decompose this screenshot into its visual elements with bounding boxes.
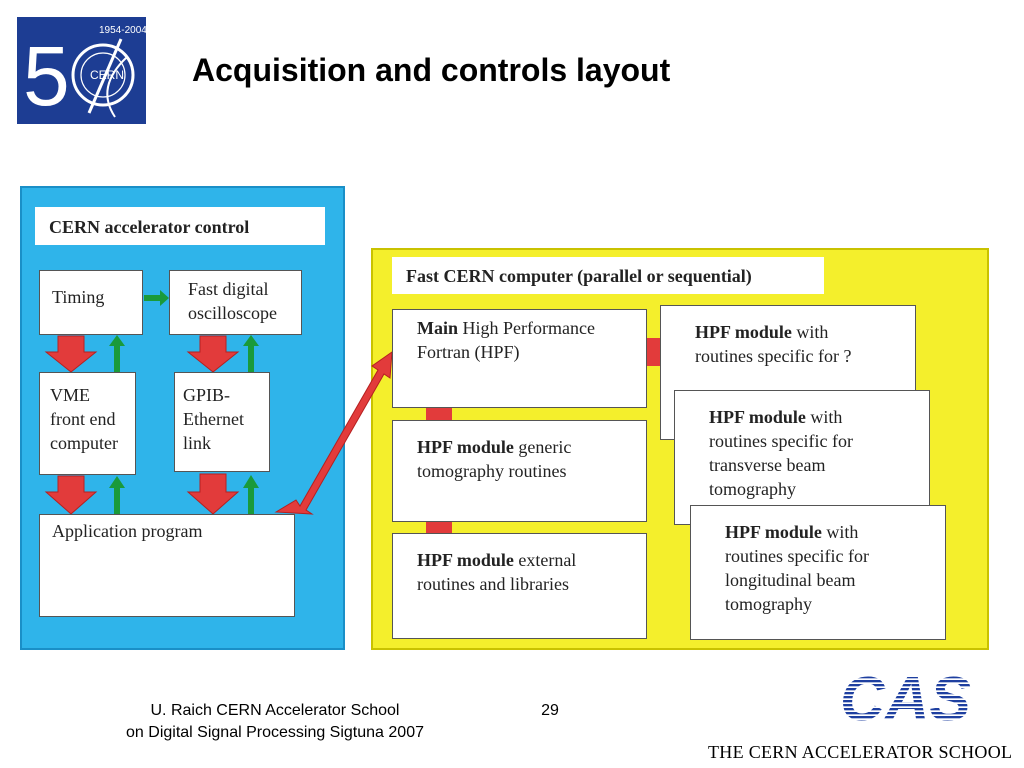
arrow-vme-to-app [44, 475, 98, 515]
generic-rest: generic [513, 437, 572, 457]
hpf-trans-line4: tomography [709, 479, 796, 499]
gpib-line3: link [183, 433, 212, 453]
external-bold: HPF module [417, 550, 514, 570]
arrow-timing-to-vme [44, 335, 98, 373]
external-module-box: HPF module external routines and librari… [392, 533, 647, 639]
hpf-q-rest: with [791, 322, 829, 342]
arrow-gpib-to-app [186, 473, 240, 515]
timing-label: Timing [52, 287, 105, 307]
oscilloscope-line2: oscilloscope [188, 303, 277, 323]
logo-years: 1954-2004 [99, 25, 146, 36]
main-hpf-line2: Fortran (HPF) [417, 342, 520, 362]
external-rest: external [513, 550, 577, 570]
hpf-trans-bold: HPF module [709, 407, 806, 427]
hpf-module-transverse-box: HPF module with routines specific for tr… [674, 390, 930, 525]
hpf-trans-rest: with [805, 407, 843, 427]
oscilloscope-line1: Fast digital [188, 279, 269, 299]
vme-line2: front end [50, 409, 116, 429]
hpf-trans-line3: transverse beam [709, 455, 826, 475]
fast-computer-label: Fast CERN computer (parallel or sequenti… [392, 257, 824, 294]
generic-bold: HPF module [417, 437, 514, 457]
page-number: 29 [541, 702, 559, 719]
generic-module-box: HPF module generic tomography routines [392, 420, 647, 522]
arrow-gpib-to-osc [243, 335, 259, 372]
arrow-vme-to-timing [109, 335, 125, 372]
gpib-box: GPIB- Ethernet link [174, 372, 270, 472]
cas-logo-text: CAS [840, 668, 971, 728]
oscilloscope-box: Fast digital oscilloscope [169, 270, 302, 335]
arrow-app-to-vme [109, 476, 125, 514]
footer-author-line1: U. Raich CERN Accelerator School [150, 702, 400, 719]
main-hpf-bold: Main [417, 318, 459, 338]
footer-author-line2: on Digital Signal Processing Sigtuna 200… [126, 724, 424, 741]
arrow-app-to-gpib [243, 475, 259, 514]
generic-line2: tomography routines [417, 461, 567, 481]
slide-title: Acquisition and controls layout [192, 52, 671, 88]
hpf-q-bold: HPF module [695, 322, 792, 342]
connector-main-hpf [647, 338, 660, 366]
hpf-long-line4: tomography [725, 594, 812, 614]
connector-generic-external [426, 522, 452, 533]
arrow-app-to-main [274, 350, 393, 515]
cas-logo: CAS [836, 665, 996, 734]
hpf-module-longitudinal-box: HPF module with routines specific for lo… [690, 505, 946, 640]
cas-school-name: THE CERN ACCELERATOR SCHOOL [708, 742, 1013, 762]
vme-box: VME front end computer [39, 372, 136, 475]
arrow-timing-to-osc [144, 290, 169, 306]
hpf-long-line2: routines specific for [725, 546, 869, 566]
main-hpf-box: Main High Performance Fortran (HPF) [392, 309, 647, 408]
control-label: CERN accelerator control [35, 207, 325, 245]
main-hpf-rest: High Performance [458, 318, 595, 338]
arrow-osc-to-gpib [186, 335, 240, 373]
gpib-line1: GPIB- [183, 385, 231, 405]
application-label: Application program [52, 521, 203, 541]
hpf-trans-line2: routines specific for [709, 431, 853, 451]
external-line2: routines and libraries [417, 574, 569, 594]
hpf-q-line2: routines specific for ? [695, 346, 852, 366]
footer-author: U. Raich CERN Accelerator School on Digi… [60, 700, 490, 744]
cern-50-logo: 5 1954-2004 CERN [17, 17, 147, 124]
hpf-long-bold: HPF module [725, 522, 822, 542]
application-box: Application program [39, 514, 295, 617]
gpib-line2: Ethernet [183, 409, 244, 429]
timing-box: Timing [39, 270, 143, 335]
hpf-long-rest: with [821, 522, 859, 542]
vme-line3: computer [50, 433, 118, 453]
logo-org: CERN [90, 68, 124, 82]
hpf-long-line3: longitudinal beam [725, 570, 856, 590]
vme-line1: VME [50, 385, 90, 405]
logo-five-glyph: 5 [23, 29, 70, 123]
connector-main-generic [426, 408, 452, 420]
